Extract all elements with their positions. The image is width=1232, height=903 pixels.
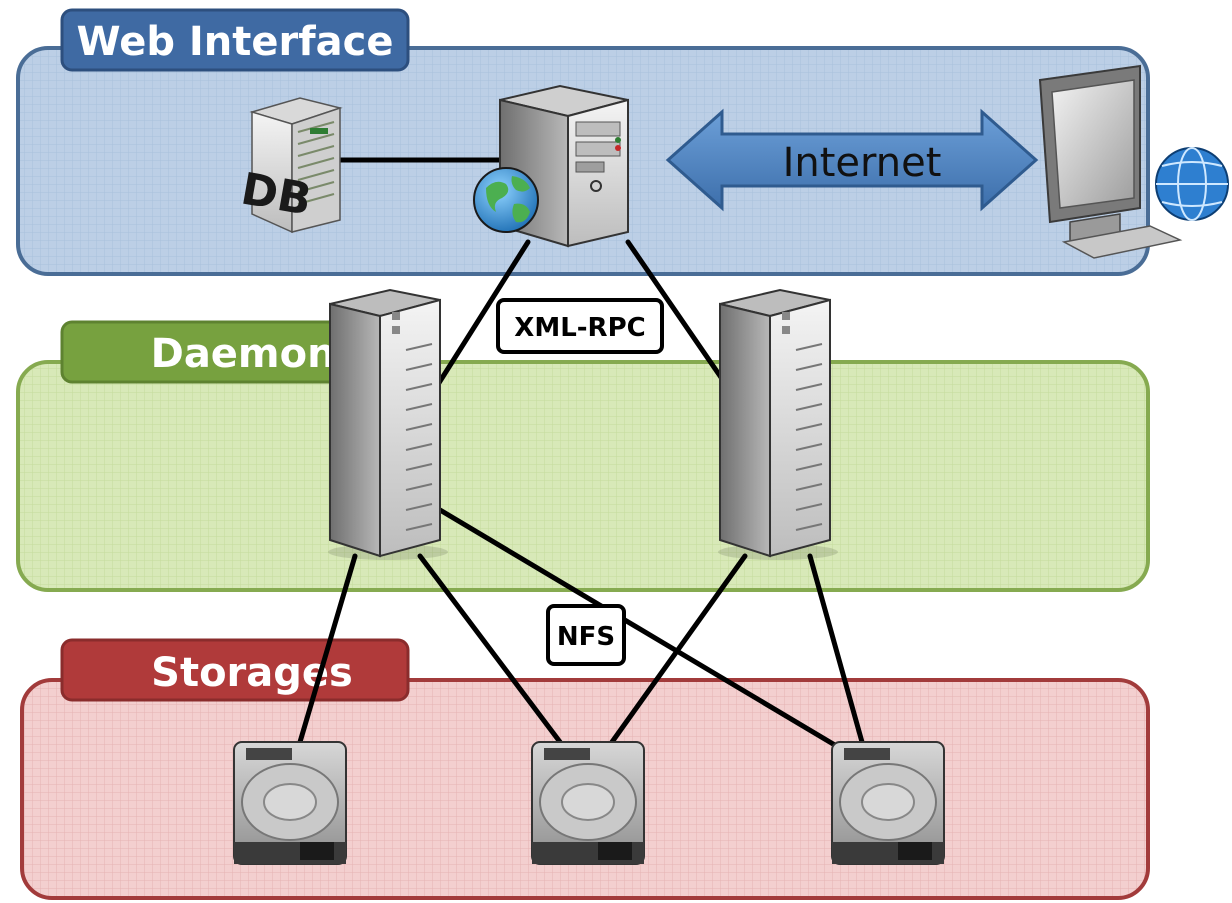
- database-server-icon: DB: [237, 97, 343, 234]
- client-monitor-icon: [1038, 64, 1229, 259]
- daemon-server-2-icon: [718, 288, 838, 560]
- nfs-label: NFS: [557, 622, 615, 652]
- daemon-1-to-storage-3-link: [437, 507, 863, 763]
- daemon-2-to-storage-3-link: [807, 553, 865, 745]
- web-server-icon: [473, 84, 629, 248]
- daemons-title: Daemons: [151, 331, 360, 377]
- connections: [297, 157, 865, 763]
- daemon-server-1-icon: [328, 288, 448, 560]
- internet-arrow: Internet: [665, 108, 1039, 212]
- globe-icon: [1155, 147, 1229, 221]
- storage-disk-2-icon: [531, 741, 645, 865]
- globe-icon: [473, 167, 539, 233]
- db-label: DB: [237, 163, 315, 225]
- storages-tab: [60, 638, 410, 702]
- storage-disk-1-icon: [233, 741, 347, 865]
- storage-disk-3-icon: [831, 741, 945, 865]
- daemons-layer: Daemons: [16, 320, 1150, 592]
- web-interface-tab: [60, 8, 410, 72]
- webserver-to-daemon-1-link: [422, 239, 531, 408]
- xml-rpc-label: XML-RPC: [514, 313, 645, 343]
- nfs-label-box: NFS: [546, 604, 626, 666]
- daemon-1-to-storage-1-link: [297, 553, 358, 745]
- web-interface-title: Web Interface: [77, 19, 394, 65]
- daemon-1-to-storage-2-link: [417, 553, 563, 745]
- xml-rpc-label-box: XML-RPC: [496, 298, 664, 354]
- internet-label: Internet: [783, 140, 942, 186]
- daemons-panel: [16, 360, 1150, 592]
- daemon-2-to-storage-2-link: [609, 553, 748, 745]
